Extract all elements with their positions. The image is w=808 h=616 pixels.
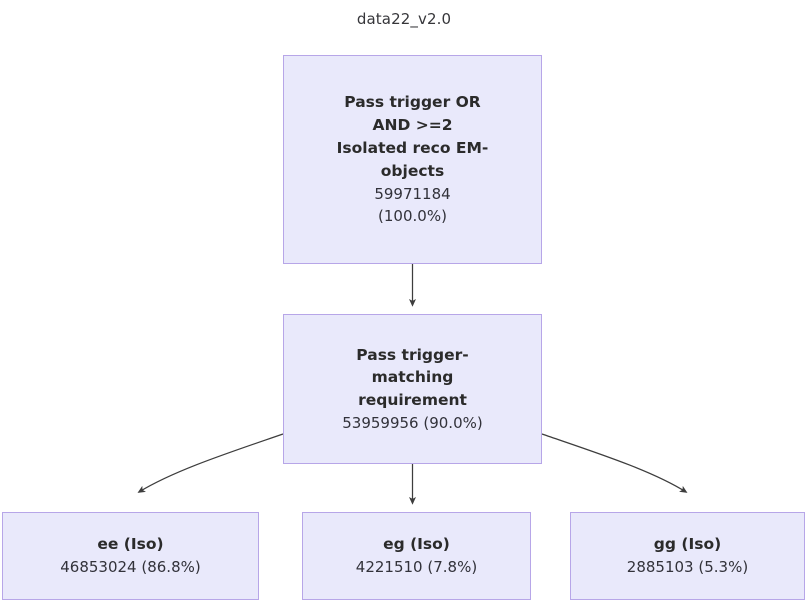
- node-gg[interactable]: gg (Iso) 2885103 (5.3%): [570, 512, 805, 600]
- node-matching-stat: 53959956 (90.0%): [342, 414, 483, 433]
- page-title: data22_v2.0: [356, 10, 452, 28]
- node-eg[interactable]: eg (Iso) 4221510 (7.8%): [302, 512, 531, 600]
- node-root-stat: 59971184 (100.0%): [374, 185, 451, 226]
- edge-matching-to-ee: [137, 433, 284, 493]
- node-root[interactable]: Pass trigger OR AND >=2 Isolated reco EM…: [283, 55, 542, 264]
- edge-matching-to-gg: [541, 433, 688, 493]
- node-ee-stat: 46853024 (86.8%): [60, 558, 201, 577]
- node-matching[interactable]: Pass trigger- matching requirement 53959…: [283, 314, 542, 464]
- node-ee[interactable]: ee (Iso) 46853024 (86.8%): [2, 512, 259, 600]
- node-eg-label: eg (Iso): [383, 535, 450, 554]
- node-matching-label: Pass trigger- matching requirement: [356, 345, 469, 410]
- node-root-label: Pass trigger OR AND >=2 Isolated reco EM…: [336, 93, 489, 181]
- node-gg-stat: 2885103 (5.3%): [626, 558, 749, 577]
- node-ee-label: ee (Iso): [97, 535, 164, 554]
- node-gg-label: gg (Iso): [653, 535, 722, 554]
- node-eg-stat: 4221510 (7.8%): [355, 558, 478, 577]
